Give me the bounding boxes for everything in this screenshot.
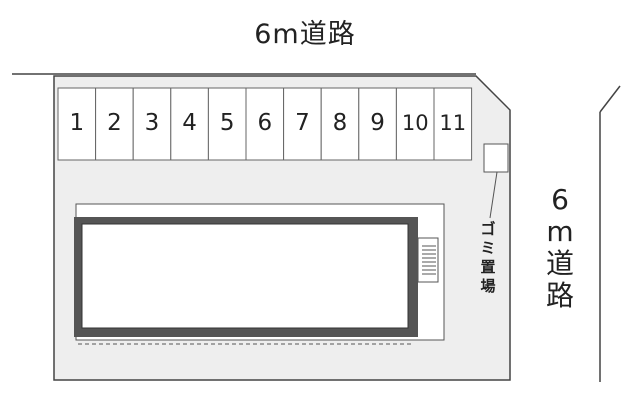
parking-slot bbox=[433, 87, 473, 161]
right-road-char: 路 bbox=[545, 279, 574, 312]
right-road-char: m bbox=[546, 215, 574, 248]
garbage-area-box bbox=[483, 143, 509, 173]
parking-slot bbox=[245, 87, 285, 161]
parking-slot bbox=[170, 87, 209, 161]
stairs bbox=[417, 237, 439, 283]
parking-slot-number: 10 bbox=[402, 111, 429, 135]
parking-slot bbox=[57, 87, 97, 161]
parking-slot-number: 4 bbox=[182, 110, 197, 136]
parking-slot-number: 2 bbox=[107, 110, 122, 136]
garbage-leader-line bbox=[489, 171, 498, 219]
right-road-corner bbox=[599, 85, 621, 113]
parking-slot bbox=[358, 87, 397, 161]
building-interior bbox=[81, 223, 409, 329]
top-road-label: 6m道路 bbox=[254, 19, 356, 50]
parking-slot-number: 1 bbox=[69, 110, 84, 136]
garbage-label-char: ミ bbox=[480, 239, 496, 257]
garbage-area-label: ゴ ミ 置 場 bbox=[474, 220, 502, 296]
right-road-char: 6 bbox=[551, 183, 569, 216]
parking-slot-number: 6 bbox=[257, 110, 272, 136]
parking-slot-number: 8 bbox=[333, 110, 348, 136]
parking-slot-number: 3 bbox=[145, 110, 160, 136]
garbage-label-char: 置 bbox=[480, 258, 496, 276]
garbage-label-char: ゴ bbox=[480, 220, 496, 238]
stairs-steps bbox=[422, 245, 436, 275]
parking-slot bbox=[320, 87, 360, 161]
right-road-label: 6 m 道 路 bbox=[540, 184, 580, 312]
garbage-label-char: 場 bbox=[480, 277, 496, 295]
parking-slot bbox=[207, 87, 247, 161]
right-road-char: 道 bbox=[545, 247, 574, 280]
parking-slot-number: 5 bbox=[220, 110, 235, 136]
parking-slot bbox=[95, 87, 134, 161]
parking-slot-number: 7 bbox=[295, 110, 310, 136]
parking-slot bbox=[283, 87, 322, 161]
parking-slot-number: 11 bbox=[439, 111, 466, 135]
parking-slot-number: 9 bbox=[370, 110, 385, 136]
parking-slot bbox=[132, 87, 172, 161]
